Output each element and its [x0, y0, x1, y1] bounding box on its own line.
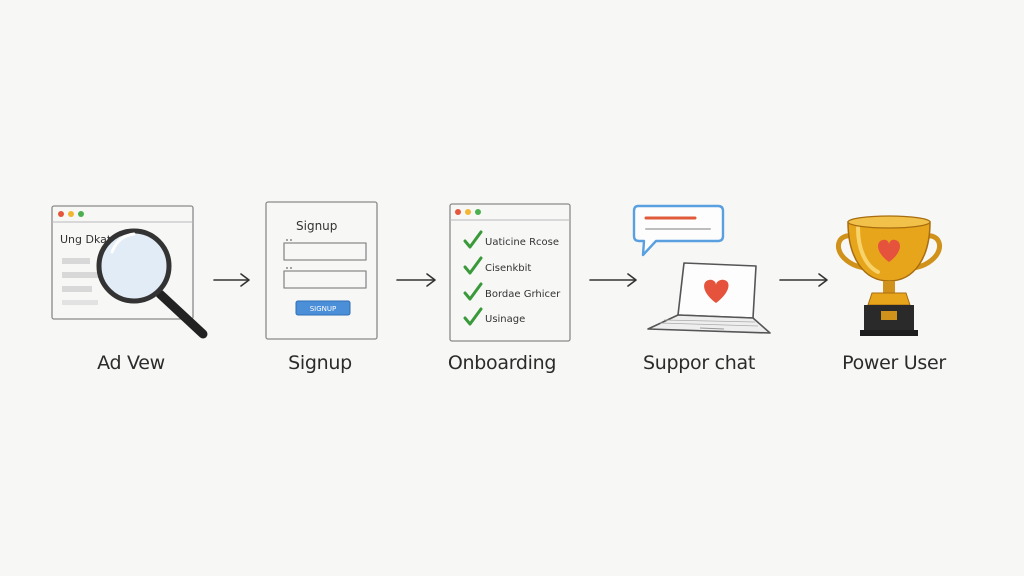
trophy-illustration [835, 215, 943, 336]
check-icon [463, 307, 483, 326]
checklist-item: Bordae Grhicer [485, 289, 561, 300]
ad-view-illustration: Ung Dkat [51, 205, 208, 339]
stage-label-signup: Signup [288, 352, 352, 374]
signup-button-label: SIGNUP [310, 305, 337, 313]
check-icon [463, 282, 483, 301]
heart-icon [878, 239, 900, 262]
heart-icon [704, 279, 729, 303]
checklist-item: Uaticine Rcose [485, 237, 559, 248]
laptop-icon [647, 262, 771, 334]
stage-label-ad-view: Ad Vew [97, 352, 165, 374]
signup-button [295, 300, 351, 316]
check-icon [463, 256, 483, 275]
arrow-icon [213, 273, 250, 287]
check-icon [463, 230, 483, 249]
arrow-icon [779, 273, 828, 287]
stage-label-support-chat: Suppor chat [643, 352, 755, 374]
support-chat-illustration [632, 204, 771, 334]
stage-label-power-user: Power User [842, 352, 946, 374]
stage-label-onboarding: Onboarding [447, 352, 557, 374]
signup-form-illustration: Signup SIGNUP [265, 201, 378, 340]
chat-bubble-icon [632, 204, 725, 257]
arrow-icon [396, 273, 436, 287]
magnifier-icon [96, 228, 208, 339]
checklist-item: Cisenkbit [485, 263, 531, 274]
signup-form-title: Signup [296, 219, 337, 233]
checklist-item: Usinage [485, 314, 525, 325]
ad-screen-heading: Ung Dkat [60, 233, 112, 246]
arrow-icon [589, 273, 637, 287]
onboarding-illustration: Uaticine Rcose Cisenkbit Bordae Grhicer … [449, 203, 571, 342]
